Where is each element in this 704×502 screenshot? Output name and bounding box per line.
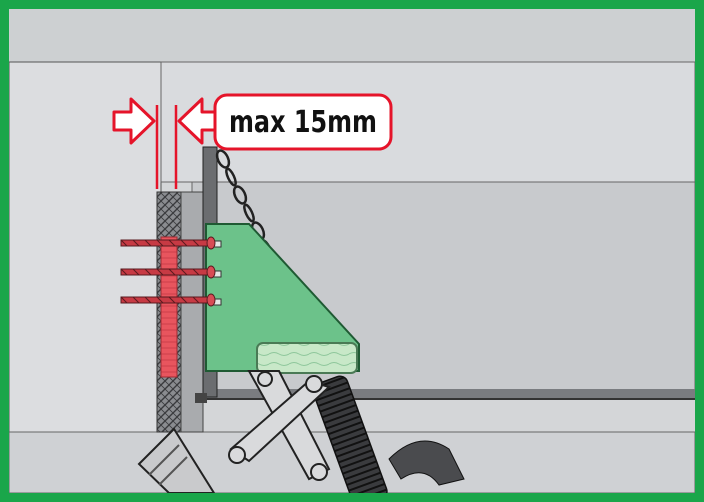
wood-block — [256, 342, 358, 374]
gap-marker — [160, 236, 178, 378]
callout-label: max 15mm — [229, 105, 377, 140]
screw — [120, 265, 216, 279]
arrow-right-outline-icon — [112, 97, 156, 145]
ceiling — [9, 9, 695, 62]
callout-box — [213, 93, 393, 151]
installation-diagram: max 15mm — [9, 9, 695, 493]
door-rail — [192, 389, 695, 399]
screw — [120, 293, 216, 307]
hinge-plate — [137, 427, 216, 493]
mounting-bracket — [205, 223, 360, 372]
lever-arms — [228, 370, 331, 481]
screws — [120, 236, 216, 307]
screw — [120, 236, 216, 250]
spring — [312, 375, 388, 493]
